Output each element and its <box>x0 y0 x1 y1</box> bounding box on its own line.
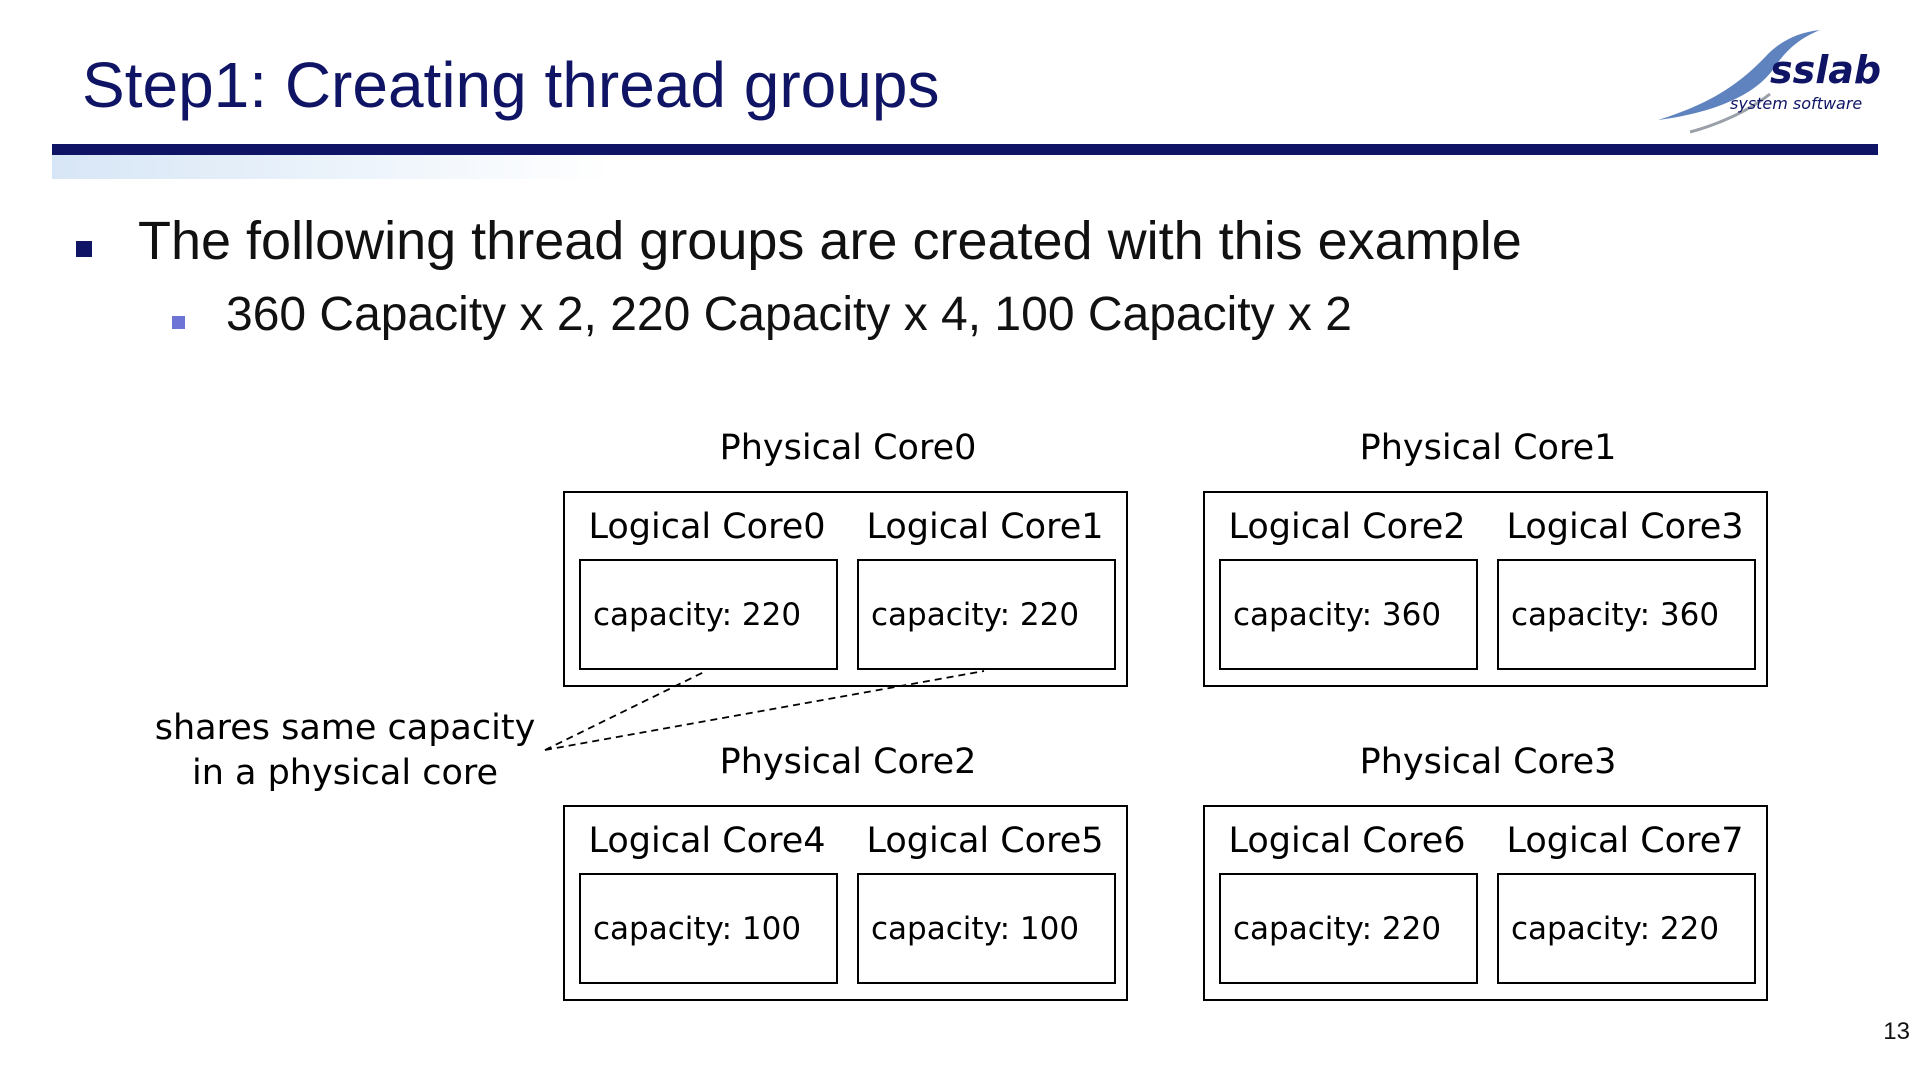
logical-core-7-capacity: capacity: 220 <box>1511 911 1720 947</box>
logical-core-3-capacity: capacity: 360 <box>1511 597 1720 633</box>
logical-core-7-label: Logical Core7 <box>1506 821 1744 861</box>
shared-capacity-note: shares same capacity in a physical core <box>150 706 540 796</box>
logical-core-6-capacity: capacity: 220 <box>1233 911 1442 947</box>
logical-core-4-capacity: capacity: 100 <box>593 911 802 947</box>
note-line-2: in a physical core <box>191 753 499 793</box>
page-number: 13 <box>1883 1018 1910 1045</box>
logical-core-0-box: capacity: 220 <box>579 559 838 670</box>
logical-core-4-box: capacity: 100 <box>579 873 838 984</box>
logical-core-2-label: Logical Core2 <box>1228 507 1466 547</box>
logical-core-1-box: capacity: 220 <box>857 559 1116 670</box>
physical-core-1-box: Logical Core2 Logical Core3 capacity: 36… <box>1203 491 1768 687</box>
physical-core-0-box: Logical Core0 Logical Core1 capacity: 22… <box>563 491 1128 687</box>
swoosh-logo-icon <box>1658 30 1820 134</box>
title-rule <box>52 144 1878 155</box>
logical-core-3-box: capacity: 360 <box>1497 559 1756 670</box>
physical-core-2-label: Physical Core2 <box>719 742 977 782</box>
bullet-level1: The following thread groups are created … <box>138 211 1522 271</box>
logo-tagline: system software <box>1730 94 1863 113</box>
logical-core-0-label: Logical Core0 <box>588 507 826 547</box>
logical-core-6-label: Logical Core6 <box>1228 821 1466 861</box>
bullet-level2: 360 Capacity x 2, 220 Capacity x 4, 100 … <box>226 288 1352 341</box>
logical-core-3-label: Logical Core3 <box>1506 507 1744 547</box>
logical-core-5-capacity: capacity: 100 <box>871 911 1080 947</box>
logical-core-2-capacity: capacity: 360 <box>1233 597 1442 633</box>
logo-wordmark: sslab <box>1770 48 1882 92</box>
logical-core-6-box: capacity: 220 <box>1219 873 1478 984</box>
physical-core-3-label: Physical Core3 <box>1359 742 1617 782</box>
sslab-logo: sslab system software <box>1650 24 1881 140</box>
logical-core-1-label: Logical Core1 <box>866 507 1104 547</box>
physical-core-1-label: Physical Core1 <box>1359 428 1617 468</box>
logical-core-4-label: Logical Core4 <box>588 821 826 861</box>
logical-core-2-box: capacity: 360 <box>1219 559 1478 670</box>
logical-core-5-box: capacity: 100 <box>857 873 1116 984</box>
note-line-1: shares same capacity <box>154 708 536 748</box>
logical-core-0-capacity: capacity: 220 <box>593 597 802 633</box>
physical-core-0-label: Physical Core0 <box>719 428 977 468</box>
physical-core-3-box: Logical Core6 Logical Core7 capacity: 22… <box>1203 805 1768 1001</box>
slide-title: Step1: Creating thread groups <box>82 49 940 121</box>
logical-core-7-box: capacity: 220 <box>1497 873 1756 984</box>
logical-core-1-capacity: capacity: 220 <box>871 597 1080 633</box>
logical-core-5-label: Logical Core5 <box>866 821 1104 861</box>
sub-bullet-square-icon <box>172 316 185 329</box>
physical-core-2-box: Logical Core4 Logical Core5 capacity: 10… <box>563 805 1128 1001</box>
bullet-square-icon <box>76 241 92 257</box>
title-rule-fade <box>52 155 612 179</box>
